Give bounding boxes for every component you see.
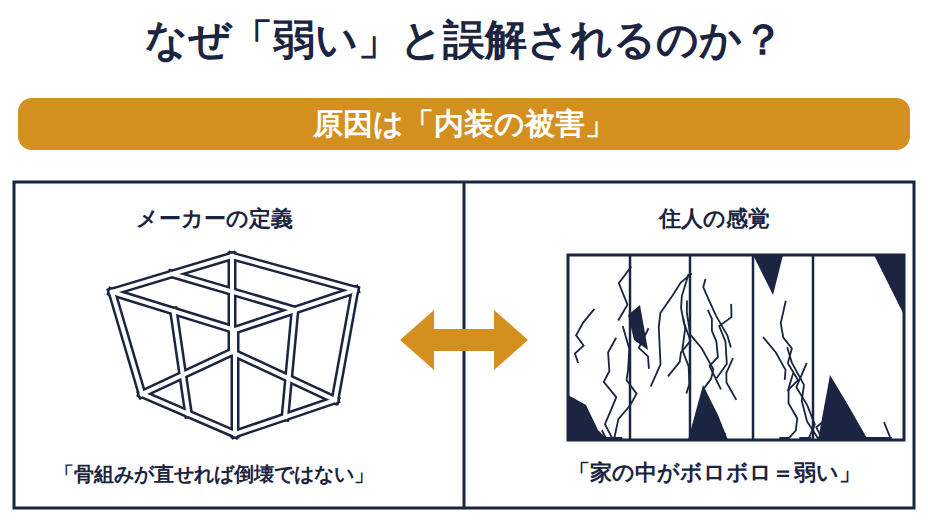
- house-frame-illustration: [112, 256, 355, 434]
- crack-line: [787, 347, 839, 438]
- band-text: 原因は「内装の被害」: [313, 104, 615, 145]
- crack-line: [614, 326, 636, 438]
- panel-quote: 「骨組みが直せれば倒壊ではない」: [54, 461, 374, 488]
- broken-chunk: [874, 255, 904, 315]
- beam-fill: [233, 330, 237, 434]
- broken-chunk: [688, 385, 728, 440]
- crack-line: [687, 301, 714, 389]
- beam-fill: [232, 352, 335, 400]
- panel-seam: [689, 255, 692, 440]
- cause-band: 原因は「内装の被害」: [18, 98, 910, 150]
- panel-seam: [812, 255, 815, 440]
- broken-chunk: [568, 395, 608, 440]
- broken-chunk: [818, 375, 868, 440]
- beam-outline: [285, 310, 295, 417]
- beam-fill: [112, 292, 142, 394]
- beam-outline: [232, 256, 355, 290]
- crack-line: [866, 422, 892, 438]
- crack-line: [726, 358, 736, 400]
- beam-outline: [112, 292, 142, 394]
- cracked-wall-illustration: [568, 255, 904, 440]
- broken-chunk: [753, 255, 783, 295]
- beam-fill: [232, 256, 355, 290]
- crack-line: [816, 417, 828, 438]
- crack-line: [602, 430, 622, 438]
- resident-panel: 住人の感覚「家の中がボロボロ＝弱い」: [530, 198, 898, 498]
- beam-fill: [335, 290, 355, 400]
- crack-line: [618, 267, 631, 321]
- panel-heading: 住人の感覚: [659, 204, 770, 234]
- crack-line: [717, 304, 732, 378]
- beam-fill: [285, 310, 295, 417]
- beam-outline: [174, 311, 189, 414]
- crack-line: [639, 328, 649, 369]
- crack-line: [796, 363, 814, 438]
- panel-heading: メーカーの定義: [136, 204, 293, 234]
- crack-line: [763, 337, 785, 380]
- page-title: なぜ「弱い」と誤解されるのか？: [0, 12, 928, 68]
- wall-outline: [568, 255, 904, 440]
- beam-fill: [174, 311, 189, 414]
- crack-line: [781, 301, 798, 391]
- maker-panel: メーカーの定義「骨組みが直せれば倒壊ではない」: [30, 198, 398, 498]
- beam-fill: [142, 352, 232, 394]
- outer-frame: [14, 182, 914, 508]
- crack-line: [703, 279, 731, 348]
- beam-fill: [172, 274, 295, 310]
- panel-quote: 「家の中がボロボロ＝弱い」: [568, 458, 861, 488]
- panel-seam: [752, 255, 755, 440]
- beam-outline: [335, 290, 355, 400]
- crack-line: [575, 309, 595, 363]
- crack-line: [604, 338, 617, 438]
- crack-line: [694, 433, 726, 438]
- crack-line: [682, 319, 689, 394]
- double-arrow: [400, 310, 528, 370]
